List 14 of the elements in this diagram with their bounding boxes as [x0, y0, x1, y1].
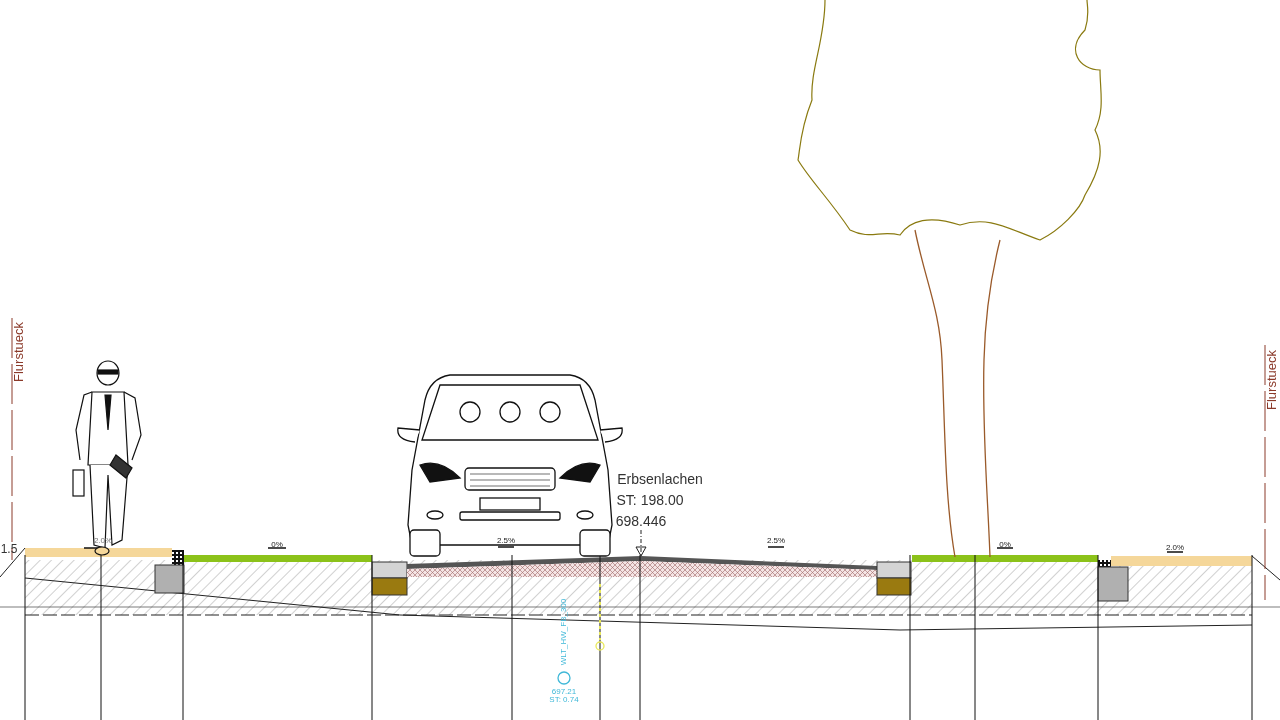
slope-percent: 2.5%	[766, 537, 786, 545]
pipe-label: WLT_HW_FB_300	[560, 598, 568, 666]
slope-ratio: 1.5	[0, 543, 18, 555]
slope-percent: 2.5%	[496, 537, 516, 545]
street-name: Erbsenlachen	[617, 472, 703, 486]
slope-percent: 0%	[271, 541, 283, 549]
elevation-label: 698.446	[615, 514, 667, 528]
pipe-elevation: 697.21	[551, 688, 577, 696]
slope-percent: 2.0%	[1165, 544, 1185, 552]
property-label: Flurstueck	[1264, 350, 1278, 410]
slope-percent: 0%	[999, 541, 1011, 549]
property-label: Flurstueck	[11, 322, 25, 382]
station-label: ST: 198.00	[616, 493, 684, 507]
pipe-station: ST: 0.74	[549, 696, 579, 704]
